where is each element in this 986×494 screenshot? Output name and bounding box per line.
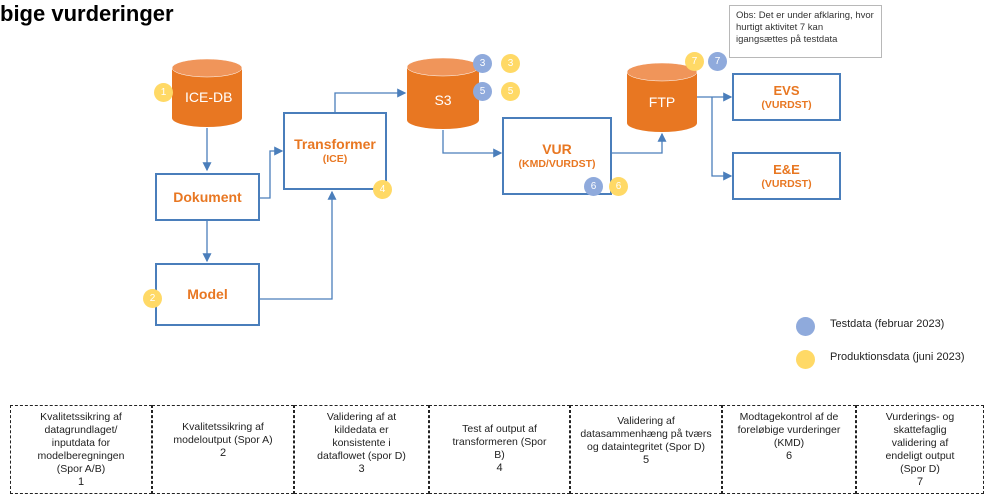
transformer-title: Transformer xyxy=(294,136,376,152)
ftp-label: FTP xyxy=(648,94,676,110)
marker-prod-1: 1 xyxy=(154,83,173,102)
activity-text: Test af output af transformeren (Spor B) xyxy=(452,423,547,461)
activity-box-5: Validering af datasammenhæng på tværs og… xyxy=(570,405,722,494)
activity-box-7: Vurderings- og skattefaglig validering a… xyxy=(856,405,984,494)
activity-number: 4 xyxy=(496,462,503,474)
activity-text: Vurderings- og skattefaglig validering a… xyxy=(885,411,955,475)
activity-text: Modtagekontrol af de foreløbige vurderin… xyxy=(737,411,841,449)
model-title: Model xyxy=(187,286,228,302)
icedb-label: ICE-DB xyxy=(185,89,233,105)
activity-text: Kvalitetssikring af datagrundlaget/ inpu… xyxy=(37,411,125,475)
vur-title: VUR xyxy=(542,141,572,157)
marker-test-7: 7 xyxy=(708,52,727,71)
marker-prod-3: 3 xyxy=(501,54,520,73)
cylinder-s3 xyxy=(406,57,480,129)
legend-prod-marker xyxy=(796,350,815,369)
arrow-vur-ftp xyxy=(612,132,667,154)
arrow-s3-vur xyxy=(442,130,503,158)
arrow-ftp-ee xyxy=(711,97,733,181)
evs-sub: (VURDST) xyxy=(761,99,812,111)
activity-box-4: Test af output af transformeren (Spor B)… xyxy=(429,405,570,494)
marker-prod-4: 4 xyxy=(373,180,392,199)
dokument-box: Dokument xyxy=(155,173,260,221)
arrow-model-transformer xyxy=(260,190,337,300)
note-box: Obs: Det er under afklaring, hvor hurtig… xyxy=(729,5,882,58)
activity-text: Kvalitetssikring af modeloutput (Spor A) xyxy=(173,421,273,446)
legend-prod-label: Produktionsdata (juni 2023) xyxy=(830,351,965,363)
marker-test-3: 3 xyxy=(473,54,492,73)
vur-box: VUR (KMD/VURDST) xyxy=(502,117,612,195)
marker-prod-2: 2 xyxy=(143,289,162,308)
dokument-title: Dokument xyxy=(173,188,242,205)
transformer-sub: (ICE) xyxy=(322,153,348,165)
vur-sub: (KMD/VURDST) xyxy=(518,158,596,170)
marker-prod-5: 5 xyxy=(501,82,520,101)
marker-prod-7: 7 xyxy=(685,52,704,71)
activity-number: 5 xyxy=(642,454,650,466)
legend-test-label: Testdata (februar 2023) xyxy=(830,318,945,330)
ee-box: E&E (VURDST) xyxy=(732,152,841,200)
ee-sub: (VURDST) xyxy=(761,178,812,190)
evs-box: EVS (VURDST) xyxy=(732,73,841,121)
page-title: bige vurderinger xyxy=(0,1,174,26)
activity-box-1: Kvalitetssikring af datagrundlaget/ inpu… xyxy=(10,405,152,494)
evs-title: EVS xyxy=(773,83,800,98)
activity-box-3: Validering af at kildedata er konsistent… xyxy=(294,405,429,494)
cylinder-ftp xyxy=(626,62,698,132)
transformer-box: Transformer (ICE) xyxy=(283,112,387,190)
model-box: Model xyxy=(155,263,260,326)
ee-title: E&E xyxy=(773,162,800,177)
activity-text: Validering af at kildedata er konsistent… xyxy=(317,411,406,462)
activity-number: 2 xyxy=(219,447,227,459)
activity-number: 3 xyxy=(358,463,365,475)
s3-label: S3 xyxy=(434,92,452,108)
legend-test-marker xyxy=(796,317,815,336)
activity-box-6: Modtagekontrol af de foreløbige vurderin… xyxy=(722,405,856,494)
marker-prod-6: 6 xyxy=(609,177,628,196)
activity-box-2: Kvalitetssikring af modeloutput (Spor A)… xyxy=(152,405,294,494)
arrow-transformer-s3 xyxy=(334,88,407,112)
activity-number: 1 xyxy=(77,476,85,488)
activity-number: 7 xyxy=(916,476,924,488)
arrow-dokument-transformer xyxy=(260,146,284,199)
activity-number: 6 xyxy=(785,450,793,462)
cylinder-icedb xyxy=(171,58,243,127)
marker-test-6: 6 xyxy=(584,177,603,196)
marker-test-5: 5 xyxy=(473,82,492,101)
activity-text: Validering af datasammenhæng på tværs og… xyxy=(580,415,712,453)
